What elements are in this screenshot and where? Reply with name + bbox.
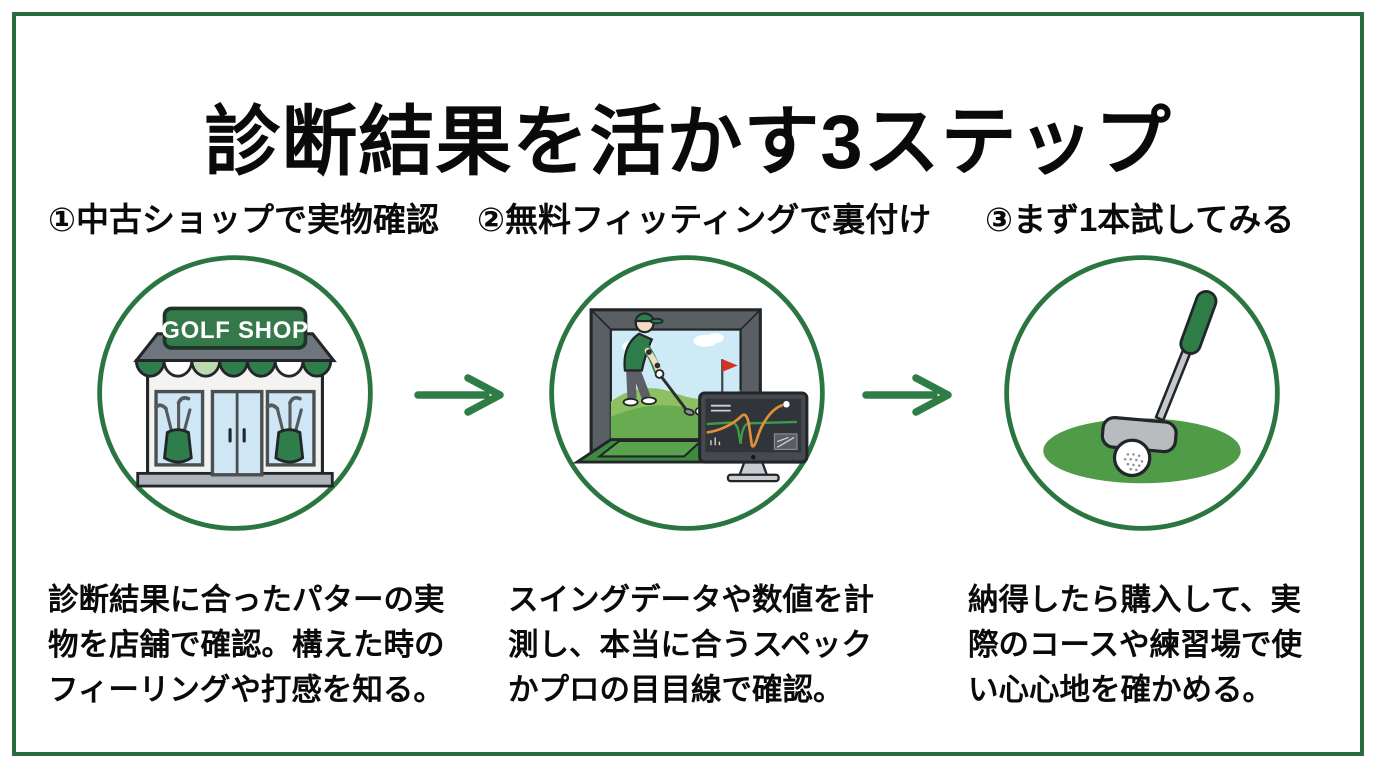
shop-window-left xyxy=(154,389,205,467)
golf-bag-icon xyxy=(265,396,305,464)
step2-description: スイングデータや数値を計測し、本当に合うスペックかプロの目目線で確認。 xyxy=(508,583,874,707)
golf-ball xyxy=(1112,438,1152,478)
putter-grip xyxy=(1179,290,1218,355)
golf-bag-icon xyxy=(154,396,193,464)
step2-heading: ②無料フィッティングで裏付け xyxy=(477,201,932,238)
sensor-band xyxy=(654,362,661,369)
monitor-base xyxy=(726,473,780,483)
golf-shop-sign: GOLF SHOP xyxy=(161,306,309,350)
cloud-icon xyxy=(693,333,724,347)
golf-club-head xyxy=(683,408,695,416)
step1-heading: ①中古ショップで実物確認 xyxy=(48,201,439,238)
cap-brim xyxy=(649,317,664,325)
step3-heading: ③まず1本試してみる xyxy=(985,201,1295,238)
golfer-figure xyxy=(622,312,704,416)
chart-point-dot xyxy=(783,401,790,408)
putter-green-icon xyxy=(1004,255,1280,531)
shop-building xyxy=(136,357,334,488)
circle-ring xyxy=(1004,255,1280,531)
golf-shoe xyxy=(640,396,657,406)
golf-club-shaft xyxy=(659,375,689,412)
golf-shoe xyxy=(622,397,639,407)
golf-shop-sign-label: GOLF SHOP xyxy=(161,317,309,344)
step1-description: 診断結果に合ったパターの実物を店舗で確認。構えた時のフィーリングや打感を知る。 xyxy=(48,583,445,707)
shop-window-right xyxy=(265,389,316,467)
sensor-band xyxy=(646,349,652,355)
analysis-monitor xyxy=(698,391,809,483)
ball-dimples xyxy=(1123,453,1144,472)
arrow-right-icon xyxy=(862,374,952,416)
shop-awning xyxy=(134,359,333,378)
shop-door xyxy=(210,389,264,477)
page-title: 診断結果を活かす3ステップ xyxy=(204,99,1172,185)
swing-fitting-icon xyxy=(549,255,825,531)
golf-shop-icon: GOLF SHOP xyxy=(97,255,373,531)
arrow-right-icon xyxy=(414,374,504,416)
swing-data-chart xyxy=(706,401,798,450)
step3-description: 納得したら購入して、実際のコースや練習場で使い心心地を確かめる。 xyxy=(968,583,1302,707)
monitor-camera-dot xyxy=(751,454,756,460)
chart-line-orange xyxy=(706,403,784,448)
flag-icon xyxy=(721,359,738,395)
